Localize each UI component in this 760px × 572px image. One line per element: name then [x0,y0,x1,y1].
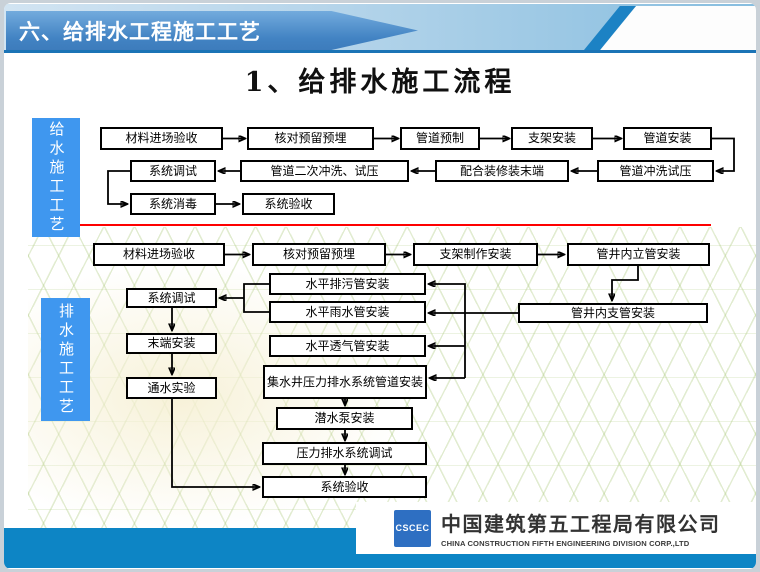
drain-box-horizontal-rainwater-pipe: 水平雨水管安装 [269,301,426,323]
header-rule [4,50,756,53]
footer-logo-panel: CSCEC 中国建筑第五工程局有限公司 CHINA CONSTRUCTION F… [356,502,756,554]
water-box-system-acceptance: 系统验收 [242,193,335,215]
sidebar-water-process-label: 给水施工工艺 [32,118,80,237]
header-banner-arrow: 六、给排水工程施工工艺 [6,11,418,50]
page-title: 1、给排水施工流程 [244,67,516,98]
water-box-system-disinfection: 系统消毒 [130,193,216,215]
company-name-cn: 中国建筑第五工程局有限公司 [441,514,721,536]
drain-box-shaft-riser-install: 管井内立管安装 [567,243,710,266]
drain-box-horizontal-vent-pipe: 水平透气管安装 [269,335,426,357]
water-box-pipe-install: 管道安装 [623,127,712,150]
water-box-pipe-prefab: 管道预制 [400,127,480,150]
header-title: 六、给排水工程施工工艺 [19,20,261,44]
drain-box-bracket-fabrication-install: 支架制作安装 [413,243,538,266]
drain-box-terminal-install: 末端安装 [126,333,217,354]
company-name-en: CHINA CONSTRUCTION FIFTH ENGINEERING DIV… [441,539,690,548]
slide: 六、给排水工程施工工艺 1、给排水施工流程 给水施工工艺 排水施工工艺 材料进场… [4,3,756,569]
drain-box-pressure-drainage-commissioning: 压力排水系统调试 [262,442,427,465]
drain-box-horizontal-sewage-pipe: 水平排污管安装 [269,273,426,295]
drain-box-material-acceptance: 材料进场验收 [93,243,225,266]
water-box-terminal-with-decoration: 配合装修装末端 [435,160,569,182]
drain-box-shaft-branch-install: 管井内支管安装 [518,303,708,323]
water-box-check-reservations: 核对预留预埋 [247,127,374,150]
drain-box-water-flow-test: 通水实验 [126,377,217,399]
water-box-pipe-flush-pressure-test: 管道冲洗试压 [597,160,714,182]
drain-box-submersible-pump-install: 潜水泵安装 [276,407,413,430]
water-box-system-commissioning: 系统调试 [130,160,216,182]
water-box-material-acceptance: 材料进场验收 [100,127,223,150]
drain-box-system-commissioning: 系统调试 [126,288,217,308]
section-divider-line [35,224,711,226]
water-box-second-flush-test: 管道二次冲洗、试压 [240,160,409,182]
sidebar-drainage-process-label: 排水施工工艺 [41,298,90,421]
drain-box-check-reservations: 核对预留预埋 [252,243,386,266]
cscec-logo-icon: CSCEC [394,509,431,547]
water-box-bracket-install: 支架安装 [511,127,593,150]
drain-box-system-acceptance: 系统验收 [262,476,427,498]
drain-box-sump-pressure-drainage-pipes: 集水井压力排水系统管道安装 [263,365,427,399]
